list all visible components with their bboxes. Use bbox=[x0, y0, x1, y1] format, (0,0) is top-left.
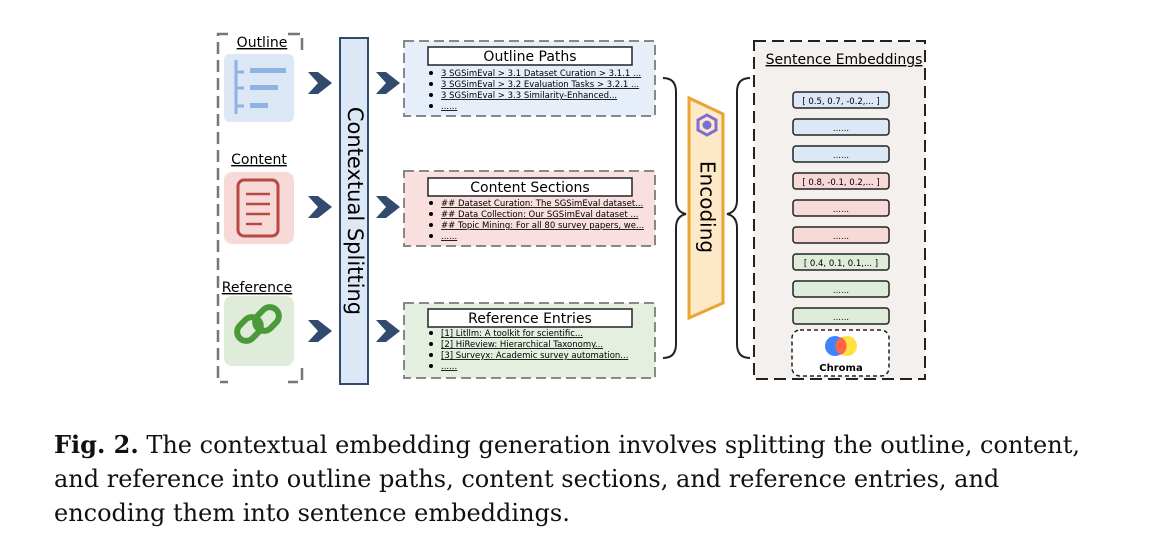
embedding-row-text: ...... bbox=[833, 151, 849, 161]
arrow-reference-in bbox=[308, 320, 332, 342]
left-curly-brace bbox=[662, 77, 687, 359]
embedding-row-text: ...... bbox=[833, 232, 849, 242]
arrow-content-out bbox=[376, 196, 400, 218]
contextual-splitting-bar bbox=[339, 37, 369, 385]
embedding-row-text: ...... bbox=[833, 313, 849, 323]
embedding-row-text: ...... bbox=[833, 205, 849, 215]
embedding-row bbox=[792, 199, 890, 217]
arrow-outline-in bbox=[308, 72, 332, 94]
embedding-row bbox=[792, 280, 890, 298]
document-icon bbox=[236, 178, 280, 238]
link-icon bbox=[234, 304, 282, 344]
embedding-rows: [ 0.5, 0.7, -0.2,... ]............ [ 0.8,… bbox=[792, 91, 890, 325]
reference-entry-item: [3] Surveyx: Academic survey automation.… bbox=[441, 351, 628, 361]
content-sections-list: ## Dataset Curation: The SGSimEval datas… bbox=[429, 199, 644, 242]
content-icon-bg bbox=[224, 172, 294, 244]
arrow-outline-out bbox=[376, 72, 400, 94]
outline-path-item: 3 SGSimEval > 3.2 Evaluation Tasks > 3.2… bbox=[441, 80, 639, 90]
embedding-row bbox=[792, 253, 890, 271]
embedding-row-text: ...... bbox=[833, 124, 849, 134]
llm-logo-icon bbox=[696, 113, 718, 137]
encoding-block bbox=[687, 95, 725, 321]
reference-entries-title: Reference Entries bbox=[468, 311, 592, 327]
embedding-row-text: ...... bbox=[833, 286, 849, 296]
embedding-row bbox=[792, 118, 890, 136]
contextual-splitting-label: Contextual Splitting bbox=[343, 107, 367, 315]
outline-path-item: 3 SGSimEval > 3.1 Dataset Curation > 3.1… bbox=[441, 69, 641, 79]
embedding-row bbox=[792, 307, 890, 325]
content-section-item: ## Topic Mining: For all 80 survey paper… bbox=[441, 221, 644, 231]
outline-label: Outline bbox=[237, 35, 288, 51]
outline-path-item: 3 SGSimEval > 3.3 Similarity-Enhanced... bbox=[441, 91, 617, 101]
arrow-reference-out bbox=[376, 320, 400, 342]
input-bracket-right bbox=[288, 32, 304, 384]
outline-tree-icon bbox=[234, 60, 286, 114]
embedding-row-text: [ 0.8, -0.1, 0.2,... ] bbox=[802, 178, 879, 188]
outline-path-item: ...... bbox=[441, 102, 457, 112]
content-section-item: ## Data Collection: Our SGSimEval datase… bbox=[441, 210, 638, 220]
reference-label: Reference bbox=[222, 280, 293, 296]
encoding-label: Encoding bbox=[696, 161, 720, 253]
arrow-content-in bbox=[308, 196, 332, 218]
reference-entry-item: ...... bbox=[441, 362, 457, 372]
right-curly-brace bbox=[726, 77, 751, 359]
embedding-row-text: [ 0.4, 0.1, 0.1,... ] bbox=[804, 259, 878, 269]
embedding-row bbox=[792, 172, 890, 190]
reference-entry-item: [2] HiReview: Hierarchical Taxonomy... bbox=[441, 340, 603, 350]
content-section-item: ...... bbox=[441, 232, 457, 242]
figure-caption: Fig. 2. The contextual embedding generat… bbox=[54, 428, 1104, 530]
embedding-row bbox=[792, 145, 890, 163]
content-sections-title: Content Sections bbox=[470, 180, 589, 196]
caption-label: Fig. 2. bbox=[54, 430, 139, 459]
outline-paths-list: 3 SGSimEval > 3.1 Dataset Curation > 3.1… bbox=[429, 69, 641, 112]
sentence-embeddings-title: Sentence Embeddings bbox=[766, 52, 923, 68]
embedding-row bbox=[792, 91, 890, 109]
embedding-row-text: [ 0.5, 0.7, -0.2,... ] bbox=[802, 97, 879, 107]
content-label: Content bbox=[231, 152, 287, 168]
input-bracket-left bbox=[216, 32, 228, 384]
reference-entry-item: [1] Litllm: A toolkit for scientific... bbox=[441, 329, 583, 339]
reference-entries-list: [1] Litllm: A toolkit for scientific... … bbox=[429, 329, 628, 372]
chroma-label: Chroma bbox=[819, 363, 862, 374]
content-section-item: ## Dataset Curation: The SGSimEval datas… bbox=[441, 199, 643, 209]
diagram: Outline Content Reference Contextual Spl… bbox=[216, 32, 926, 385]
outline-paths-title: Outline Paths bbox=[483, 49, 576, 65]
chroma-logo-icon bbox=[825, 336, 857, 356]
caption-text: The contextual embedding generation invo… bbox=[54, 431, 1080, 527]
embedding-row bbox=[792, 226, 890, 244]
